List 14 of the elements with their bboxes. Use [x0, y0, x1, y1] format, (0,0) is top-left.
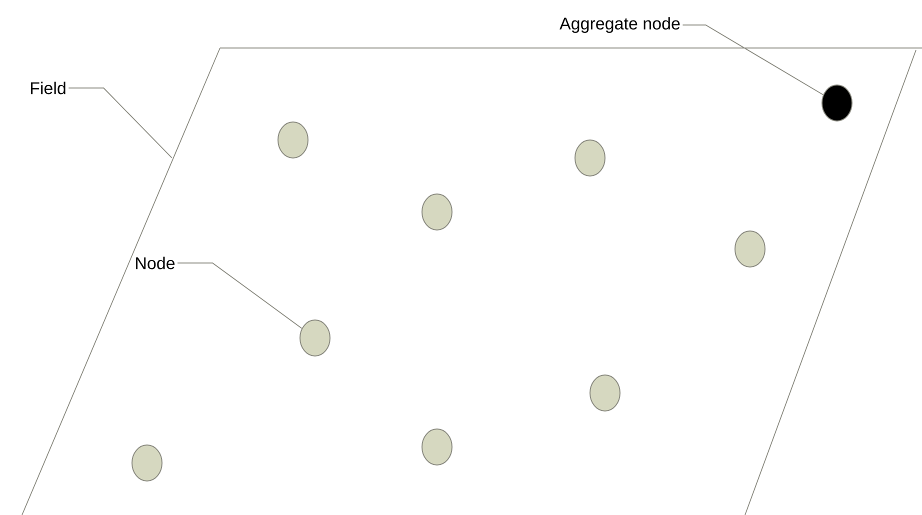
callout-label: Aggregate node: [560, 17, 680, 33]
leader-line: [682, 24, 824, 96]
sensor-node: [734, 230, 766, 268]
sensor-node: [422, 428, 452, 466]
aggregate-node: [822, 84, 852, 122]
sensor-node: [422, 194, 452, 230]
sensor-node: [574, 140, 606, 176]
field-parallelogram: [22, 48, 922, 515]
sensor-node: [300, 320, 330, 356]
sensor-node: [132, 444, 162, 482]
sensor-node: [590, 374, 620, 412]
sensor-node: [278, 122, 308, 158]
leader-line: [68, 88, 172, 158]
leader-line: [177, 262, 302, 329]
